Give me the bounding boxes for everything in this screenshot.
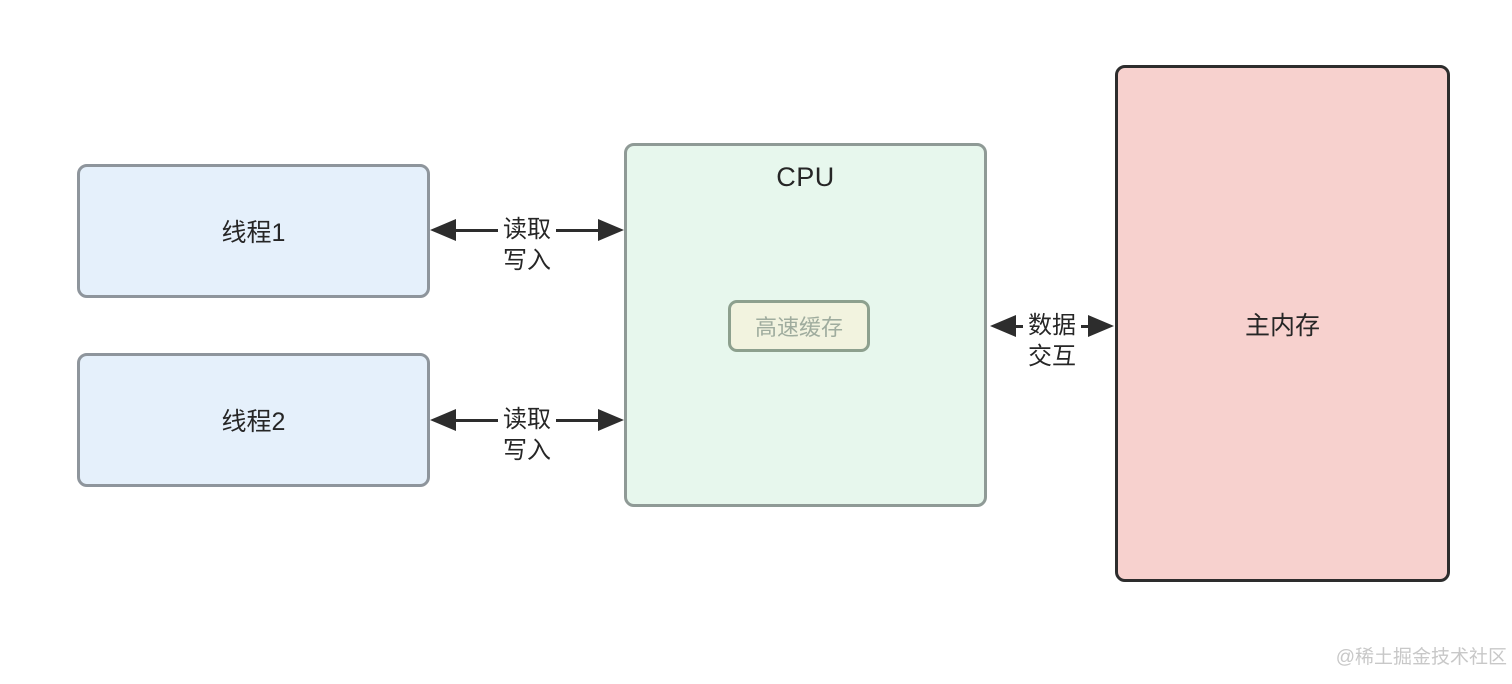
arrowhead-right-icon [598, 409, 624, 431]
node-cpu: CPU 高速缓存 [624, 143, 987, 507]
node-memory-label: 主内存 [1244, 311, 1320, 340]
node-thread2-label: 线程2 [221, 408, 286, 436]
arrow-label-write: 写入 [503, 247, 551, 274]
node-memory: 主内存 [1115, 65, 1450, 582]
arrow-label-read: 读取 [503, 216, 551, 243]
arrow-label-read: 读取 [503, 406, 551, 433]
arrow-label-write: 写入 [503, 437, 551, 464]
node-cpu-label: CPU [776, 162, 835, 192]
node-cache-label: 高速缓存 [754, 315, 843, 340]
watermark: @稀土掘金技术社区 [1335, 647, 1507, 668]
arrowhead-left-icon [430, 409, 456, 431]
arrowhead-right-icon [598, 219, 624, 241]
node-cache: 高速缓存 [728, 300, 870, 352]
arrow-label-interact: 交互 [1028, 343, 1076, 370]
node-thread1: 线程1 [77, 164, 430, 298]
arrow-label-data: 数据 [1028, 312, 1076, 339]
node-thread2: 线程2 [77, 353, 430, 487]
arrowhead-left-icon [430, 219, 456, 241]
arrow-thread1-cpu-label: 读取 写入 [498, 214, 556, 276]
arrowhead-left-icon [990, 315, 1016, 337]
arrow-cpu-memory-label: 数据 交互 [1023, 310, 1081, 372]
node-thread1-label: 线程1 [221, 219, 286, 247]
arrow-thread2-cpu-label: 读取 写入 [498, 404, 556, 466]
arrowhead-right-icon [1088, 315, 1114, 337]
